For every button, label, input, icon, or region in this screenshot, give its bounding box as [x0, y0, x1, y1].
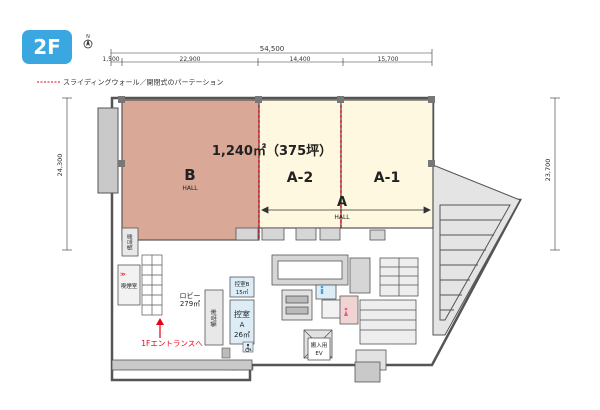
restroom-icon-men	[320, 285, 324, 294]
dim-left: 24,300	[56, 154, 64, 177]
waiting-room-b-name: 控室B	[235, 280, 250, 288]
hall-a1-label: A-1	[374, 170, 400, 186]
entrance-label: 1Fエントランスへ	[141, 339, 203, 348]
hall-b-letter: B	[184, 166, 195, 184]
entrance-arrow-icon	[156, 318, 164, 338]
storage-mid-label: 備品庫	[210, 309, 218, 327]
legend: スライディングウォール／開閉式のパーテーション	[37, 78, 223, 87]
waiting-room-a-name: 控室	[234, 309, 250, 319]
freight-elevator	[307, 337, 331, 361]
total-area: 1,240㎡（375坪）	[212, 143, 332, 159]
smoking-room-marker: ≫	[120, 272, 126, 278]
left-dimension	[62, 97, 72, 251]
restroom-icon-women	[344, 307, 348, 316]
storage-mid	[204, 289, 224, 346]
smoking-room-label: 喫煙室	[121, 282, 138, 290]
waiting-room-b	[229, 276, 255, 298]
smoking-room	[117, 264, 141, 306]
freight-elevator-label-1: 搬入用	[311, 341, 328, 349]
waiting-room-b-area: 15㎡	[236, 288, 249, 296]
waiting-room-a	[229, 299, 255, 345]
dim-seg-2: 22,900	[180, 56, 201, 63]
hall-a-letter: A	[337, 195, 347, 210]
compass-icon: N	[83, 34, 93, 49]
freight-elevator-label-2: EV	[315, 351, 322, 357]
floor-badge: 2F	[22, 30, 72, 64]
waiting-room-a-area: 26㎡	[234, 331, 250, 339]
right-angled-wing	[432, 164, 521, 336]
dim-seg-4: 15,700	[378, 56, 399, 63]
accessible-toilet-icon	[242, 341, 254, 353]
hall-fixtures	[235, 227, 386, 241]
bottom-wall-details	[111, 359, 381, 383]
waiting-room-a-letter: A	[240, 321, 245, 329]
lobby-name: ロビー	[180, 291, 201, 300]
storage-top	[121, 227, 139, 257]
hall-a1	[340, 99, 434, 229]
vending-machine	[221, 347, 231, 359]
hall-a-span-arrow	[261, 206, 431, 214]
compass-label: N	[86, 34, 90, 40]
right-dimension	[550, 97, 560, 251]
floor-badge-label: 2F	[33, 35, 61, 59]
legend-text: スライディングウォール／開閉式のパーテーション	[63, 78, 223, 87]
storage-top-label: 備品庫	[126, 233, 134, 250]
left-wall-band	[97, 107, 119, 194]
dim-seg-1: 1,500	[102, 56, 119, 63]
top-dimensions	[110, 49, 433, 66]
hall-a-sub: HALL	[334, 214, 350, 221]
hall-b	[121, 99, 260, 241]
dim-total: 54,500	[260, 45, 285, 53]
hall-columns	[118, 96, 435, 167]
hall-a2	[258, 99, 342, 229]
dim-right: 23,700	[544, 159, 552, 182]
dim-seg-3: 14,400	[290, 56, 311, 63]
lobby-area: 279㎡	[180, 300, 200, 308]
stairs-left	[141, 254, 163, 316]
hall-a2-label: A-2	[287, 170, 313, 186]
hall-b-sub: HALL	[182, 185, 198, 192]
service-core	[271, 254, 419, 371]
